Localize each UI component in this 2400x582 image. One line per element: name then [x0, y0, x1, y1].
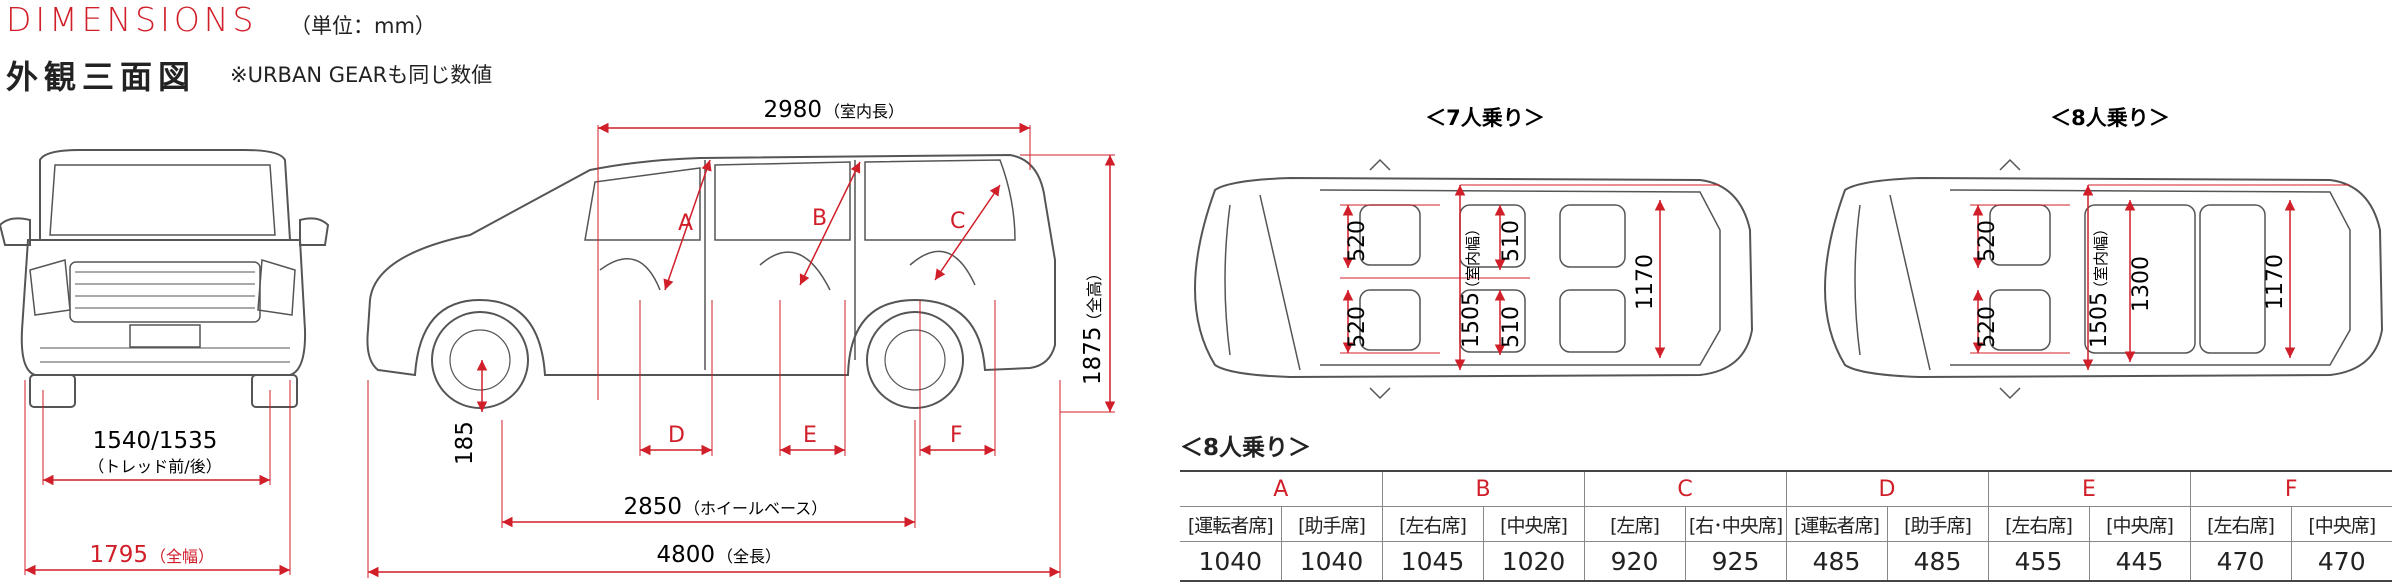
top-view-7-dimension-lines: [1340, 184, 1720, 370]
wheelbase-value: 2850: [623, 494, 682, 520]
tread-value: 1540/1535: [93, 428, 218, 454]
table-group-a: A: [1180, 470, 1382, 507]
table-cell: 470: [2189, 541, 2291, 582]
table-cell: 920: [1583, 541, 1685, 582]
table-cell: 1045: [1381, 541, 1483, 582]
height-note: （全高）: [1085, 265, 1104, 329]
table-subheader: [運転者席]: [1180, 506, 1281, 542]
table-subheader: [中央席]: [1482, 506, 1584, 542]
room-length-value: 2980: [763, 97, 822, 123]
page-title: DIMENSIONS: [6, 0, 258, 39]
length-value: 4800: [656, 542, 715, 568]
top7-dim-520-lower: 520: [1345, 306, 1370, 348]
table-cell: 470: [2290, 541, 2392, 582]
table-cell: 1040: [1280, 541, 1382, 582]
table-group-d: D: [1785, 470, 1988, 507]
table-cell: 1040: [1180, 541, 1281, 582]
table-subheader: [左右席]: [1381, 506, 1483, 542]
table-subheader: [運転者席]: [1785, 506, 1887, 542]
top7-dim-1505-note: （室内幅）: [1464, 221, 1482, 296]
table-subheader: [助手席]: [1280, 506, 1382, 542]
side-dimension-lines: [367, 122, 1116, 578]
length-note: （全長）: [717, 547, 781, 566]
table-caption: ＜8人乗り＞: [1180, 435, 1312, 461]
side-view-drawing: [366, 153, 1056, 409]
table-subheader: [左席]: [1583, 506, 1685, 542]
front-view-drawing: [0, 149, 330, 408]
clearance-value: 185: [452, 421, 478, 465]
seat-letter-e: E: [803, 423, 817, 448]
seat-letter-b: B: [812, 206, 827, 231]
top-view-7-drawing: [1194, 158, 1754, 400]
table-subheader: [右･中央席]: [1684, 506, 1786, 542]
top8-dim-1505: 1505: [2087, 292, 2112, 348]
section-title: 外観三面図: [6, 58, 197, 96]
top8-dim-520-upper: 520: [1975, 220, 2000, 262]
table-group-c: C: [1583, 470, 1786, 507]
seat-letter-d: D: [668, 423, 685, 448]
unit-label: （単位：mm）: [290, 14, 436, 38]
table-subheader: [中央席]: [2088, 506, 2190, 542]
table-cell: 485: [1886, 541, 1988, 582]
table-subheader: [中央席]: [2290, 506, 2392, 542]
top8-dim-520-lower: 520: [1975, 306, 2000, 348]
front-dimension-lines: [24, 380, 291, 576]
seat-letter-f: F: [950, 423, 963, 448]
top7-dim-1505: 1505: [1459, 292, 1484, 348]
tread-note: （トレッド前/後）: [88, 457, 221, 476]
table-cell: 445: [2088, 541, 2190, 582]
seat-dimension-table: A B C D E F [運転者席] [助手席] [左右席] [中央席] [左席…: [1180, 470, 2392, 582]
top7-dim-520-upper: 520: [1345, 220, 1370, 262]
table-subheader: [助手席]: [1886, 506, 1988, 542]
room-length-note: （室内長）: [824, 102, 904, 121]
table-subheader: [左右席]: [1987, 506, 2089, 542]
top7-dim-510-upper: 510: [1499, 220, 1524, 262]
table-cell: 925: [1684, 541, 1786, 582]
table-subheader: [左右席]: [2189, 506, 2291, 542]
top8-dim-1505-note: （室内幅）: [2092, 221, 2110, 296]
top-view-8-title: ＜8人乗り＞: [2050, 106, 2170, 130]
seat-letter-a: A: [678, 211, 693, 236]
note-label: ※URBAN GEARも同じ数値: [230, 63, 493, 87]
top8-dim-1300: 1300: [2129, 256, 2154, 312]
top-view-7-title: ＜7人乗り＞: [1425, 106, 1545, 130]
height-value: 1875: [1080, 326, 1106, 385]
table-cell: 1020: [1482, 541, 1584, 582]
seat-letter-c: C: [950, 209, 965, 234]
table-cell: 485: [1785, 541, 1887, 582]
top8-dim-1170: 1170: [2263, 254, 2288, 310]
width-value: 1795: [89, 542, 148, 568]
wheelbase-note: （ホイールベース）: [684, 499, 827, 518]
table-group-b: B: [1381, 470, 1584, 507]
table-cell: 455: [1987, 541, 2089, 582]
top-view-8-drawing: [1824, 158, 2384, 400]
top7-dim-510-lower: 510: [1499, 306, 1524, 348]
top-view-8-dimension-lines: [1970, 184, 2350, 370]
table-group-e: E: [1987, 470, 2190, 507]
table-group-f: F: [2189, 470, 2392, 507]
width-note: （全幅）: [150, 547, 214, 566]
top7-dim-1170: 1170: [1633, 254, 1658, 310]
